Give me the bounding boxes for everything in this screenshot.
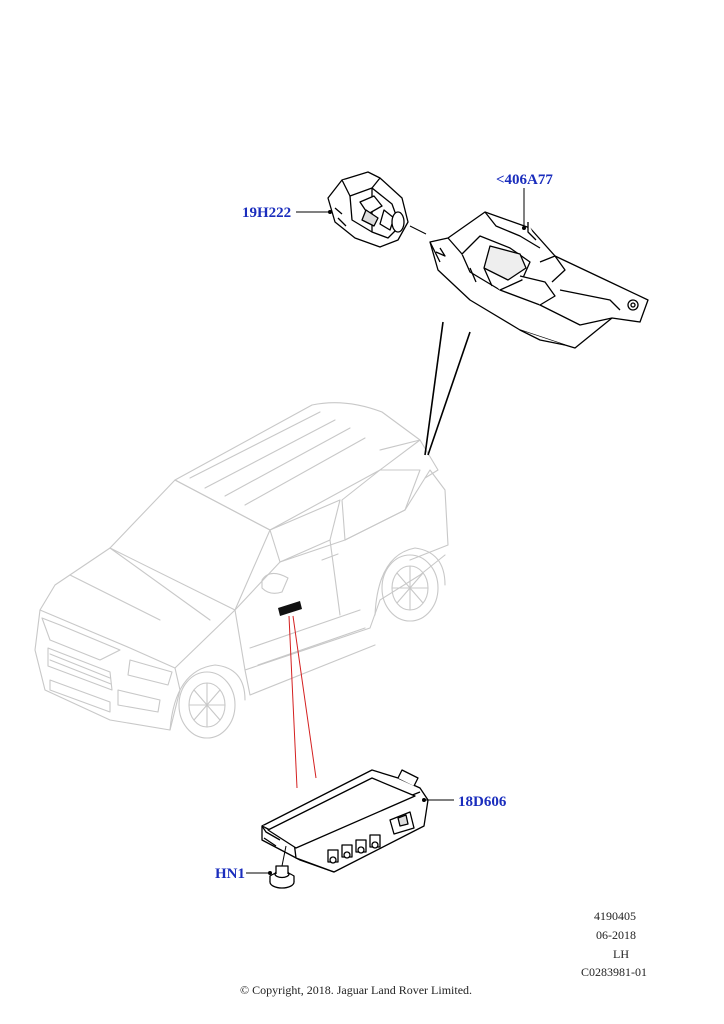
nut-to-module-line — [281, 845, 287, 867]
nut-callout[interactable]: HN1 — [215, 866, 245, 882]
bracket-callout-dot — [522, 226, 526, 230]
camera-leader-lines — [424, 321, 471, 456]
copyright-notice: © Copyright, 2018. Jaguar Land Rover Lim… — [239, 983, 473, 997]
module-callout-dot — [422, 798, 426, 802]
illustration-ref-number: 4190405 — [594, 909, 636, 923]
vehicle-outline — [34, 402, 449, 739]
illustration-code: C0283981-01 — [581, 965, 647, 979]
module-callout[interactable]: 18D606 — [458, 794, 507, 810]
module-location-marker — [278, 601, 302, 616]
camera-part[interactable] — [327, 171, 409, 248]
camera-callout-dot — [328, 210, 332, 214]
module-part[interactable] — [261, 769, 429, 873]
bracket-callout[interactable]: <406A77 — [496, 172, 553, 188]
nut-callout-dot — [268, 871, 272, 875]
bracket-part[interactable] — [429, 211, 649, 349]
module-leader-lines — [288, 615, 317, 789]
illustration-side: LH — [613, 947, 629, 961]
camera-callout[interactable]: 19H222 — [242, 205, 292, 221]
camera-to-bracket-dash — [409, 225, 427, 235]
nut-part[interactable] — [269, 865, 295, 889]
illustration-date: 06-2018 — [596, 928, 636, 942]
